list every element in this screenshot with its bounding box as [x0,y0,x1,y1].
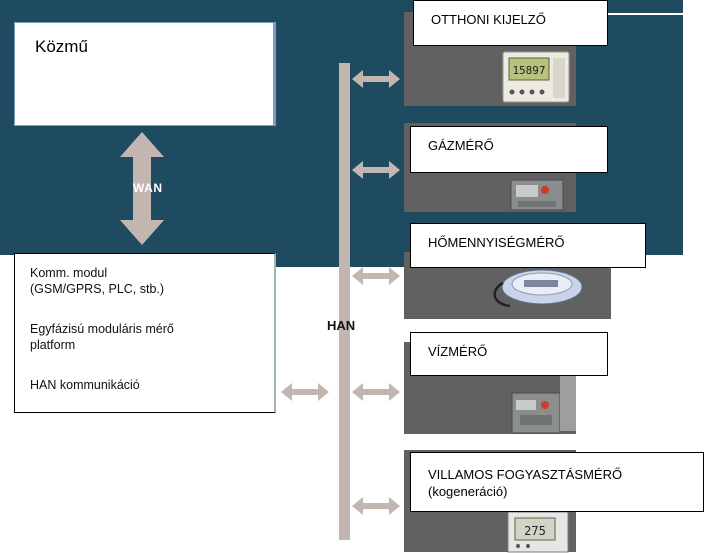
han-label: HAN [327,318,356,333]
han-communication-label: HAN kommunikáció [30,378,140,392]
utility-box: Közmű [14,22,276,126]
home-display-device-icon: 15897 [502,51,570,103]
device-label-home-display: OTTHONI KIJELZŐ [413,0,608,46]
utility-label: Közmű [35,37,88,56]
wan-label: WAN [133,181,163,195]
device-label-heat-meter: HŐMENNYISÉGMÉRŐ [410,223,646,268]
han-bus-line [339,63,350,540]
han-arrow-home-display [352,70,400,88]
platform-label-line1: Egyfázisú moduláris mérő [30,322,174,336]
comm-module-label: Komm. modul [30,266,108,280]
gas-meter-device-icon [510,179,564,211]
device-label-gas-meter: GÁZMÉRŐ [410,126,608,173]
han-arrow-gas-meter [352,161,400,179]
device-label-water-meter: VÍZMÉRŐ [410,332,608,376]
header-line [608,13,686,15]
han-arrow-electric-meter [352,497,400,515]
meter-platform-box: Komm. modul (GSM/GPRS, PLC, stb.) Egyfáz… [14,253,276,413]
han-arrow-heat-meter [352,267,400,285]
platform-label-line2: platform [30,338,76,352]
water-meter-device-icon [511,375,576,434]
electric-meter-device-icon: 275 [507,511,569,553]
display-reading: 15897 [512,64,545,77]
wan-double-arrow [120,132,164,245]
device-label-electric-meter-sublabel: (kogeneráció) [428,484,508,499]
heat-meter-device-icon [493,269,583,308]
device-label-home-display-text: OTTHONI KIJELZŐ [431,12,546,27]
han-arrow-meter-platform [281,383,329,401]
device-label-water-meter-text: VÍZMÉRŐ [428,344,488,359]
device-label-heat-meter-text: HŐMENNYISÉGMÉRŐ [428,235,565,250]
device-label-electric-meter: VILLAMOS FOGYASZTÁSMÉRŐ (kogeneráció) [410,452,704,512]
electric-reading: 275 [524,524,546,538]
device-label-gas-meter-text: GÁZMÉRŐ [428,138,494,153]
device-label-electric-meter-text: VILLAMOS FOGYASZTÁSMÉRŐ [428,467,623,482]
han-arrow-water-meter [352,383,400,401]
comm-module-types: (GSM/GPRS, PLC, stb.) [30,282,165,296]
